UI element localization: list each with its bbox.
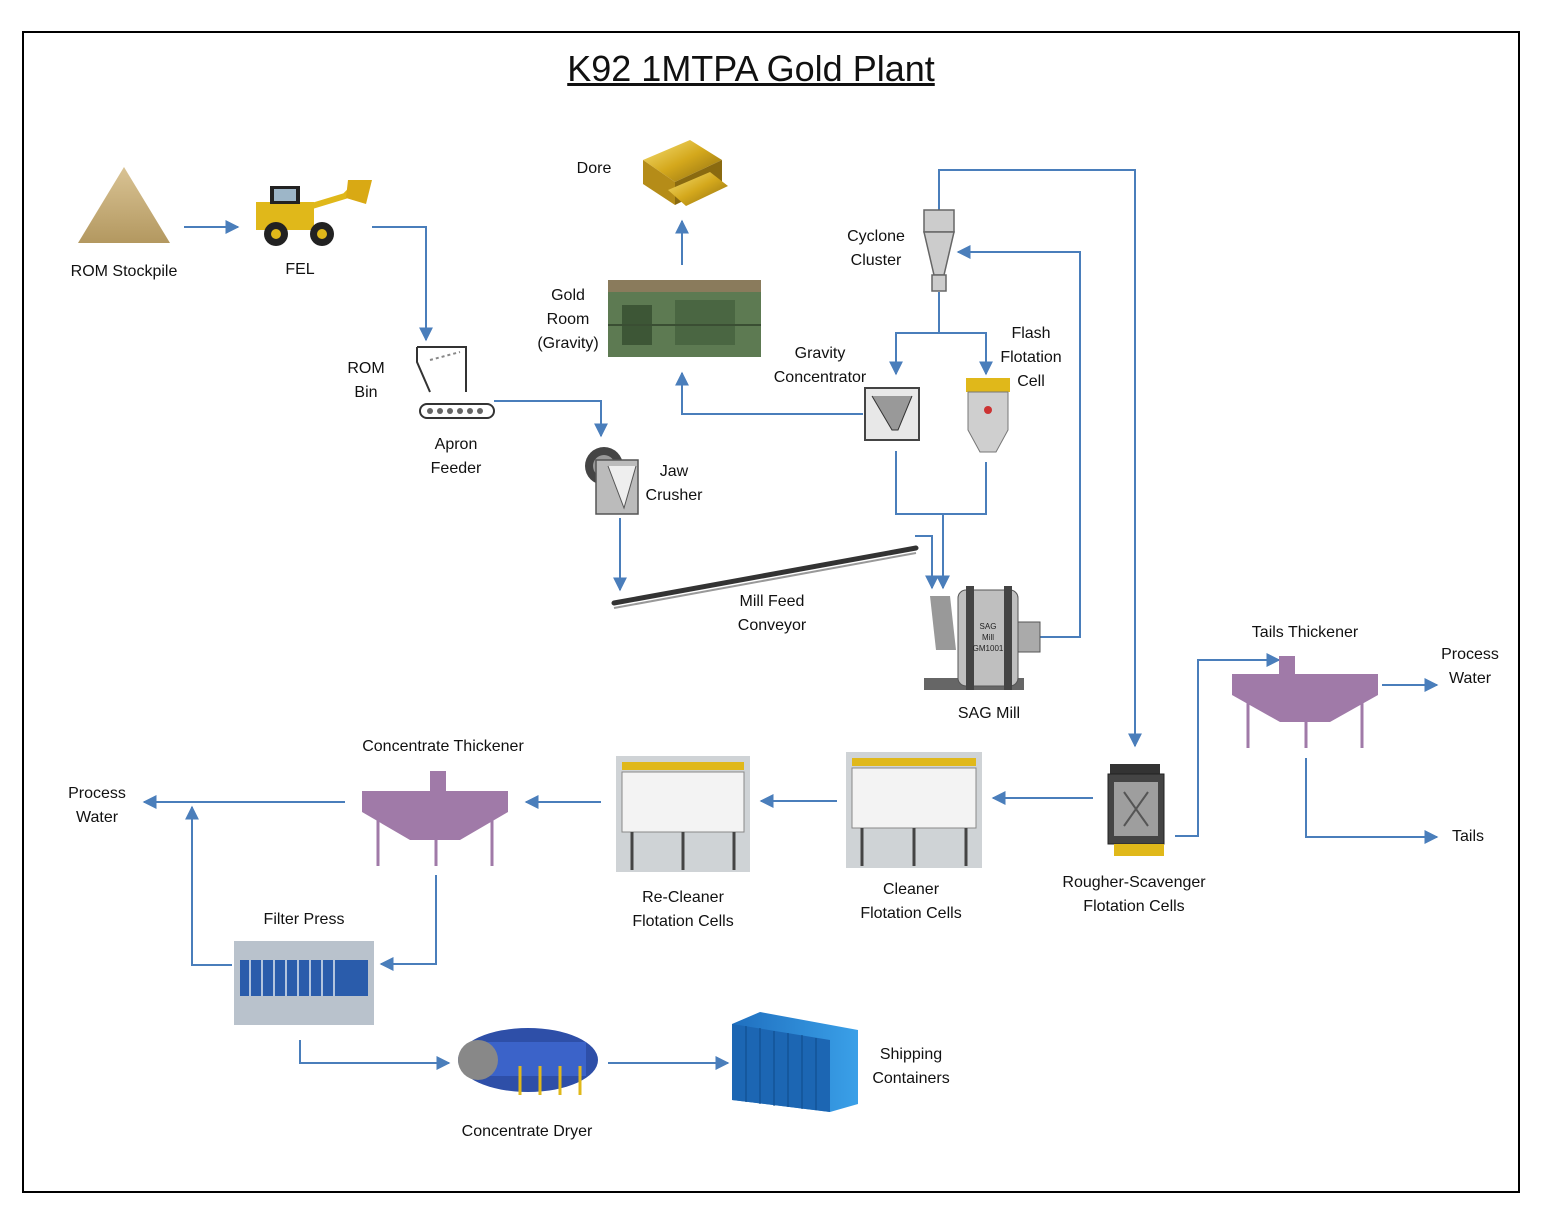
gold-bars-icon <box>643 140 728 206</box>
tails-label: Tails <box>1451 828 1485 845</box>
tails-thickener-label: Tails Thickener <box>1251 624 1359 641</box>
arrow-filter-to-water <box>185 805 232 966</box>
front-end-loader-icon <box>256 180 372 246</box>
diagram-frame <box>22 31 1520 1193</box>
arrow-gravity-flash-to-sag <box>895 451 987 588</box>
sag-mill-icon: SAG Mill GM1001 <box>924 586 1041 690</box>
rougher-scavenger-cell-icon <box>1107 764 1165 856</box>
arrow-cyclone-to-gravity <box>889 292 940 376</box>
mill-feed-conveyor-icon <box>611 545 919 609</box>
arrow-tails-thickener-to-tails <box>1305 758 1439 844</box>
arrow-conveyor-to-sag <box>915 535 939 590</box>
re-cleaner-flotation-cells-icon <box>616 756 750 872</box>
sag-mill-label: SAG Mill <box>957 705 1021 722</box>
concentrate-thickener-icon <box>362 771 508 866</box>
diagram-title: K92 1MTPA Gold Plant <box>567 48 935 89</box>
rom-stockpile-icon <box>78 167 170 243</box>
sag-mill-plate-3: GM1001 <box>973 644 1004 653</box>
concentrate-dryer-icon <box>458 1028 598 1095</box>
jaw-crusher-icon <box>585 447 639 515</box>
apron-feeder-icon <box>419 403 495 419</box>
concentrate-dryer-label: Concentrate Dryer <box>461 1123 593 1140</box>
cyclone-cluster-icon <box>923 209 955 292</box>
tails-thickener-icon <box>1232 656 1378 748</box>
fel-label: FEL <box>285 261 315 278</box>
rom-bin-icon <box>416 346 467 393</box>
arrow-sag-to-cyclone <box>956 245 1081 638</box>
arrow-cyclone-to-rougher <box>938 169 1142 748</box>
cleaner-flotation-cells-icon <box>846 752 982 868</box>
arrow-cyclone-to-flash <box>939 332 993 376</box>
shipping-container-icon <box>732 1012 858 1112</box>
flow-arrows <box>142 169 1439 1070</box>
sag-mill-plate-1: SAG <box>980 622 997 631</box>
rom-stockpile-label: ROM Stockpile <box>70 263 178 280</box>
arrow-conc-thickener-to-filter <box>379 875 437 971</box>
concentrate-thickener-label: Concentrate Thickener <box>362 738 524 755</box>
arrow-rougher-to-tails-thickener <box>1175 653 1281 837</box>
arrow-gravity-to-goldroom <box>675 371 863 415</box>
filter-press-label: Filter Press <box>263 911 345 928</box>
gravity-concentrator-icon <box>864 387 920 441</box>
filter-press-icon <box>234 941 374 1025</box>
arrow-filter-to-dryer <box>299 1040 451 1070</box>
arrow-fel-to-rom-bin <box>372 226 433 342</box>
gold-room-building-icon <box>608 280 761 357</box>
arrow-apron-to-jaw <box>494 400 608 438</box>
sag-mill-plate-2: Mill <box>982 633 994 642</box>
dore-label: Dore <box>576 160 612 177</box>
flash-flotation-cell-icon <box>966 378 1010 453</box>
